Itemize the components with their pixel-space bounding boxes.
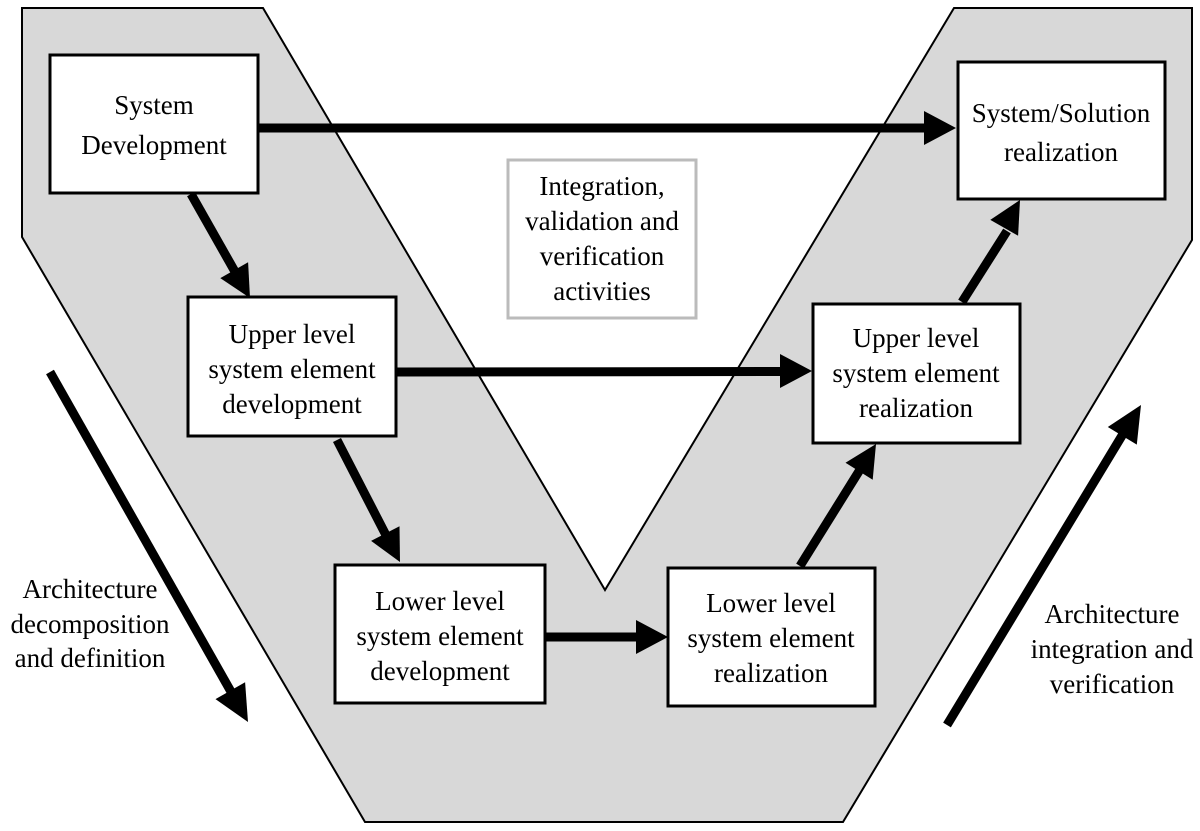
box-system-development [48, 53, 260, 195]
box-system-solution-realization [956, 60, 1167, 201]
architecture-decomposition-label-line2: decomposition [11, 609, 170, 639]
box-lower-level-realization [666, 566, 877, 708]
upper-level-realization-label-line3: realization [859, 393, 973, 423]
arrow-upper-to-lower-development-head [371, 526, 400, 562]
arrow-system-to-upper-development-shaft [187, 191, 242, 280]
arrow-upper-to-lower-development-shaft [332, 437, 394, 544]
lower-level-development-label-line1: Lower level [375, 586, 505, 616]
architecture-decomposition-label-line1: Architecture [23, 574, 158, 604]
arrow-upper-realization-to-system-head [990, 200, 1020, 236]
lower-level-realization-label-line3: realization [714, 658, 828, 688]
upper-level-realization-label-line1: Upper level [853, 323, 980, 353]
lower-level-development-label-line3: development [370, 656, 510, 686]
system-development-label-line2: Development [81, 130, 227, 160]
arrow-upper-development-to-realization-head [780, 354, 812, 388]
integration-activities-label-line2: validation and [525, 206, 679, 236]
arrow-system-development-to-realization-head [924, 111, 956, 145]
box-upper-level-realization [811, 302, 1022, 445]
v-band-shape [21, 7, 1193, 823]
integration-activities-label-line3: verification [540, 241, 665, 271]
lower-level-realization-label-line1: Lower level [706, 588, 836, 618]
integration-activities-label-line1: Integration, [539, 171, 664, 201]
box-upper-level-development [186, 295, 398, 438]
lower-level-realization-label-line2: system element [687, 623, 855, 653]
integration-activities-label-line4: activities [553, 276, 650, 306]
arrow-upper-realization-to-system-shaft [958, 228, 1011, 305]
arrow-architecture-integration-head [1107, 405, 1141, 445]
arrow-system-to-upper-development-head [220, 262, 250, 298]
arrow-upper-development-to-realization-shaft [395, 367, 785, 377]
upper-level-realization-label-line2: system element [832, 358, 1000, 388]
system-solution-realization-label-line1: System/Solution [972, 98, 1151, 128]
system-development-label-line1: System [114, 90, 194, 120]
arrow-architecture-decomposition-head [215, 682, 248, 722]
arrow-architecture-integration-shaft [943, 426, 1130, 728]
architecture-integration-label-line2: integration and [1031, 634, 1194, 664]
system-solution-realization-label-line2: realization [1004, 137, 1118, 167]
upper-level-development-label-line3: development [222, 389, 362, 419]
upper-level-development-label-line2: system element [208, 354, 376, 384]
architecture-integration-label-line1: Architecture [1045, 599, 1180, 629]
box-integration-activities [506, 158, 698, 320]
arrow-lower-development-to-realization-head [636, 620, 668, 654]
arrow-architecture-decomposition-shaft [46, 369, 238, 700]
architecture-integration-label-line3: verification [1050, 669, 1175, 699]
upper-level-development-label-line1: Upper level [229, 319, 356, 349]
architecture-decomposition-label-line3: and definition [15, 643, 166, 673]
lower-level-development-label-line2: system element [356, 621, 524, 651]
box-lower-level-development [333, 563, 547, 705]
arrow-lower-to-upper-realization-shaft [796, 465, 865, 569]
arrow-lower-to-upper-realization-head [845, 444, 876, 480]
